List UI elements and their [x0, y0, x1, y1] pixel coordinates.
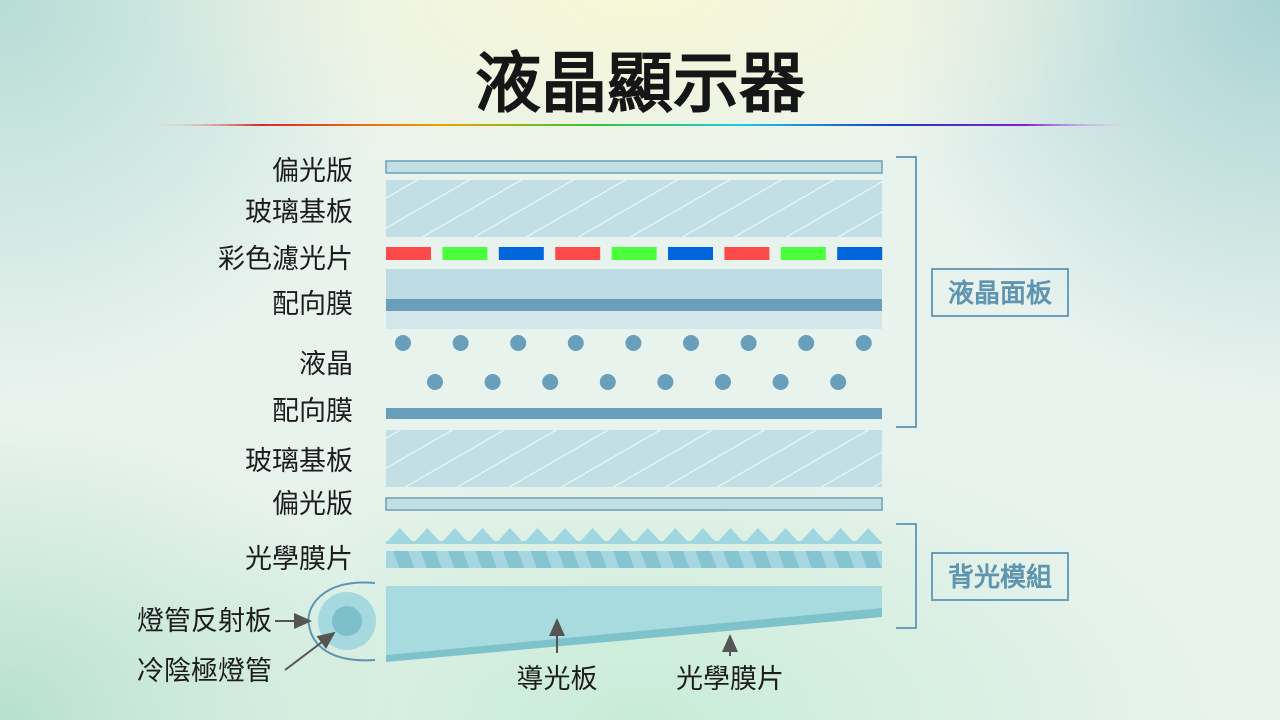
prism-film-layer — [386, 528, 882, 544]
lc-molecule — [625, 335, 642, 351]
prism-triangle — [744, 528, 772, 543]
lc-molecule — [510, 335, 527, 351]
lc-molecule — [599, 374, 616, 390]
lc-molecule — [855, 335, 872, 351]
alignment-film-bottom-layer — [386, 408, 882, 419]
prism-triangle — [716, 528, 745, 543]
label-alignment-bottom: 配向膜 — [272, 396, 353, 427]
color-filter-green — [442, 247, 488, 260]
lc-molecule — [567, 335, 584, 351]
label-glass-bottom: 玻璃基板 — [245, 446, 353, 477]
label-optical-film-bottom: 光學膜片 — [676, 664, 784, 695]
backlight-box — [931, 552, 1069, 601]
lc-molecule — [484, 374, 501, 390]
color-filter-red — [555, 247, 601, 260]
prism-triangle — [578, 528, 607, 543]
rainbow-divider — [140, 124, 1145, 126]
color-filter-layer — [386, 247, 883, 260]
polarizer-top-layer — [385, 160, 883, 174]
backlight-module-label: 背光模組 — [948, 562, 1052, 593]
page-title: 液晶顯示器 — [475, 45, 806, 122]
prism-triangle — [551, 528, 579, 543]
label-lamp-reflector: 燈管反射板 — [137, 606, 272, 637]
label-color-filter: 彩色濾光片 — [218, 244, 353, 275]
label-polarizer-bottom: 偏光版 — [272, 489, 353, 520]
prism-triangle — [771, 528, 800, 543]
prism-base — [386, 541, 882, 544]
prism-triangle — [496, 528, 524, 543]
lc-molecule — [715, 374, 731, 390]
bottom-optical-film — [386, 608, 882, 662]
prism-triangle — [468, 528, 497, 543]
diffuser-film-layer — [386, 551, 882, 568]
lc-molecule — [657, 374, 674, 390]
glass-substrate-bottom-layer — [386, 430, 882, 487]
prism-triangle — [441, 528, 469, 543]
prism-triangle — [799, 528, 827, 543]
lc-molecule — [452, 335, 469, 351]
prism-triangle — [634, 528, 662, 543]
alignment-film-top-layer — [386, 299, 882, 311]
color-filter-green — [611, 247, 657, 260]
lc-molecule — [830, 374, 847, 390]
alignment-top-lower — [386, 311, 882, 329]
lcd-panel-label: 液晶面板 — [948, 279, 1052, 309]
polarizer-bottom-layer — [385, 497, 883, 511]
light-guide-plate — [386, 586, 882, 655]
color-filter-blue — [498, 247, 544, 260]
liquid-crystal-molecules — [395, 335, 872, 390]
prism-triangle — [826, 528, 855, 543]
label-ccfl: 冷陰極燈管 — [137, 656, 272, 687]
lc-molecule — [740, 335, 757, 351]
color-filter-green — [780, 247, 826, 260]
prism-triangle — [413, 528, 442, 543]
lc-molecule — [542, 374, 559, 390]
lcd-panel-box — [931, 268, 1069, 317]
color-filter-red — [724, 247, 770, 260]
lc-molecule — [395, 335, 411, 351]
prism-triangle — [523, 528, 552, 543]
lc-molecule — [772, 374, 789, 390]
lc-molecule — [427, 374, 443, 390]
color-filter-red — [386, 247, 431, 260]
alignment-top-fill — [386, 269, 882, 299]
label-alignment-top: 配向膜 — [272, 289, 353, 320]
label-polarizer-top: 偏光版 — [272, 156, 353, 187]
lc-molecule — [798, 335, 815, 351]
ccfl-arrow — [284, 631, 336, 671]
label-liquid-crystal: 液晶 — [299, 349, 353, 380]
color-filter-blue — [668, 247, 713, 260]
prism-triangle — [386, 528, 414, 543]
glass-substrate-top-layer — [386, 180, 882, 237]
prism-triangle — [689, 528, 717, 543]
lc-molecule — [683, 335, 699, 351]
prism-triangle — [661, 528, 690, 543]
backlight-bracket — [896, 523, 917, 629]
color-filter-blue — [837, 247, 883, 260]
lcd-panel-bracket — [896, 156, 917, 428]
label-optical-film-left: 光學膜片 — [245, 544, 353, 575]
label-glass-top: 玻璃基板 — [245, 197, 353, 228]
label-light-guide: 導光板 — [517, 664, 598, 695]
prism-triangle — [854, 528, 882, 543]
ccfl-lamp — [332, 606, 362, 636]
prism-triangle — [606, 528, 634, 543]
